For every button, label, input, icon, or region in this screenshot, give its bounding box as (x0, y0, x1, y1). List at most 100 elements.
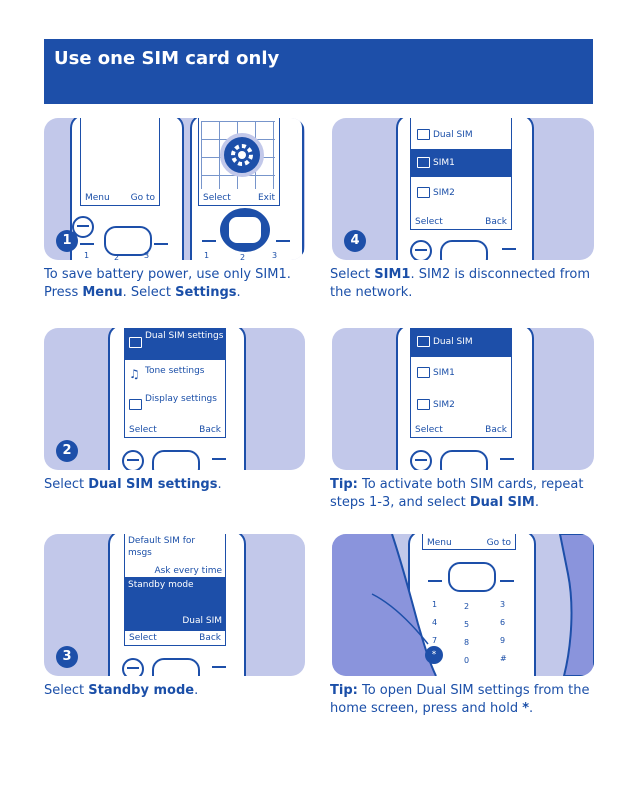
menu-softkey: Menu (427, 538, 452, 548)
end-key (500, 458, 514, 460)
tip1-illustration: Dual SIM SIM1 SIM2 Select Back (332, 328, 594, 470)
menu-row-dual-sim: Dual SIM (411, 125, 511, 145)
key-2: 2 (464, 602, 470, 611)
exit-softkey: Exit (257, 193, 275, 203)
tip1-screen: Dual SIM SIM1 SIM2 Select Back (410, 328, 512, 438)
key-0: 0 (464, 656, 470, 665)
step-badge-1: 1 (56, 230, 78, 252)
key-5: 5 (464, 620, 470, 629)
step2-screen: Dual SIM settings Tone settings Display … (124, 328, 226, 438)
nav-key (104, 226, 152, 256)
back-softkey: Back (199, 425, 221, 435)
settings-icon (220, 133, 264, 177)
select-softkey: Select (415, 217, 443, 227)
nav-key (440, 240, 488, 260)
select-softkey: Select (129, 425, 157, 435)
step-badge-4: 4 (344, 230, 366, 252)
left-select-key (122, 450, 144, 470)
menu-row-tone-settings: Tone settings (145, 366, 205, 376)
step2-illustration: Dual SIM settings Tone settings Display … (44, 328, 305, 470)
nav-highlight (220, 208, 270, 252)
setting-row-standby-mode-selected: Standby mode Dual SIM (125, 577, 225, 631)
star-key-highlight: * (425, 646, 443, 664)
phone-b-screen: Select Exit (198, 118, 280, 206)
nav-key (152, 658, 200, 676)
key-2: 2 (114, 253, 120, 260)
back-softkey: Back (199, 633, 221, 643)
step3-illustration: Default SIM for msgs Ask every time Stan… (44, 534, 305, 676)
key-3-b: 3 (272, 251, 278, 260)
nav-key (152, 450, 200, 470)
key-4: 4 (432, 618, 438, 627)
end-key (502, 248, 516, 250)
hand-illustration (332, 534, 594, 676)
end-key (500, 580, 514, 582)
menu-row-dual-sim-selected: Dual SIM (411, 328, 511, 357)
call-key (80, 243, 94, 245)
section-header: Use one SIM card only (44, 39, 593, 104)
tip1-caption: Tip: To activate both SIM cards, repeat … (330, 477, 584, 510)
left-select-key (410, 240, 432, 260)
dual-sim-icon (417, 129, 430, 140)
key-9: 9 (500, 636, 506, 645)
dual-sim-icon (417, 336, 430, 347)
goto-softkey: Go to (486, 538, 511, 548)
step4-screen: Dual SIM SIM1 SIM2 Select Back (410, 118, 512, 230)
menu-softkey: Menu (85, 193, 110, 203)
menu-row-sim2: SIM2 (411, 395, 511, 415)
call-key-b (202, 240, 216, 242)
goto-softkey: Go to (130, 193, 155, 203)
select-softkey: Select (129, 633, 157, 643)
back-softkey: Back (485, 425, 507, 435)
step4-caption: Select SIM1. SIM2 is disconnected from t… (330, 267, 591, 300)
menu-row-sim1: SIM1 (411, 363, 511, 383)
step-badge-2: 2 (56, 440, 78, 462)
key-1-b: 1 (204, 251, 210, 260)
call-key (428, 580, 442, 582)
nav-key (448, 562, 496, 592)
menu-row-display-settings: Display settings (145, 394, 217, 404)
key-2-b: 2 (240, 253, 246, 260)
key-hash: # (500, 654, 507, 663)
step3-caption: Select Standby mode. (44, 683, 199, 698)
key-7: 7 (432, 636, 438, 645)
key-1: 1 (432, 600, 438, 609)
left-select-key (410, 450, 432, 470)
phone-a-screen: Menu Go to (80, 118, 160, 206)
step1-illustration: Menu Go to 1 2 3 Select Exit 1 2 3 1 (44, 118, 305, 260)
key-3: 3 (500, 600, 506, 609)
sim1-icon (417, 157, 430, 168)
display-icon (129, 399, 142, 410)
menu-row-sim2: SIM2 (411, 183, 511, 203)
tip2-illustration: Menu Go to 1 2 3 4 5 6 7 8 9 0 # * (332, 534, 594, 676)
tip2-screen: Menu Go to (422, 534, 516, 550)
sim1-icon (417, 367, 430, 378)
step1-caption: To save battery power, use only SIM1. Pr… (44, 267, 291, 300)
nav-key (440, 450, 488, 470)
tone-icon: ♫ (129, 367, 140, 381)
menu-row-sim1-selected: SIM1 (411, 149, 511, 177)
dual-sim-settings-icon (129, 337, 142, 348)
end-key (212, 458, 226, 460)
select-softkey: Select (415, 425, 443, 435)
key-1: 1 (84, 251, 90, 260)
left-select-key (122, 658, 144, 676)
key-8: 8 (464, 638, 470, 647)
key-6: 6 (500, 618, 506, 627)
tip2-caption: Tip: To open Dual SIM settings from the … (330, 683, 590, 716)
sim2-icon (417, 187, 430, 198)
key-3: 3 (144, 251, 150, 260)
left-select-key (72, 216, 94, 238)
key-star: * (431, 650, 437, 660)
step4-illustration: Dual SIM SIM1 SIM2 Select Back 4 (332, 118, 594, 260)
setting-row-default-sim: Default SIM for msgs Ask every time (128, 536, 222, 576)
step2-caption: Select Dual SIM settings. (44, 477, 222, 492)
sim2-icon (417, 399, 430, 410)
end-key-b (276, 240, 290, 242)
select-softkey: Select (203, 193, 231, 203)
step3-screen: Default SIM for msgs Ask every time Stan… (124, 534, 226, 646)
back-softkey: Back (485, 217, 507, 227)
section-title: Use one SIM card only (54, 48, 280, 69)
end-key (154, 243, 168, 245)
end-key (212, 666, 226, 668)
